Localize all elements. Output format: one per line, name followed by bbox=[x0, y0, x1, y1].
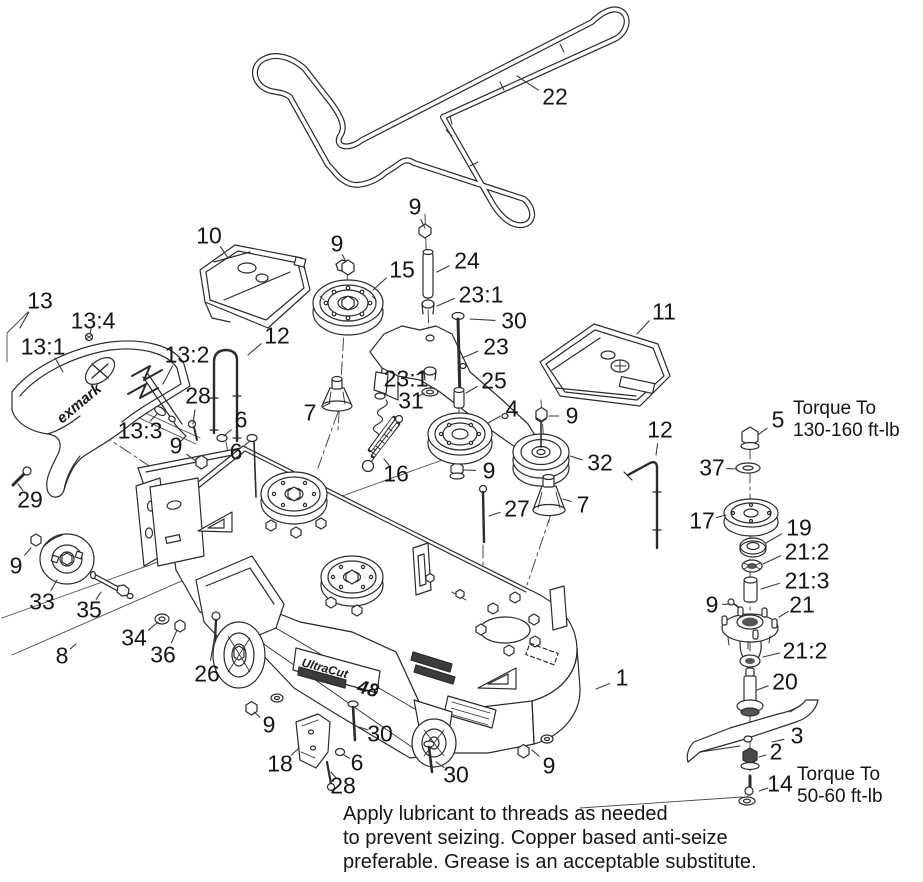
leader-line-1 bbox=[595, 682, 611, 690]
leader-line-13 bbox=[19, 311, 30, 329]
belt-cover-right bbox=[539, 323, 671, 407]
leader-line-30 bbox=[469, 318, 496, 321]
leader-line-8 bbox=[69, 643, 77, 650]
leader-line-9 bbox=[24, 547, 32, 556]
torque-note-high-line2: 130-160 ft-lb bbox=[793, 420, 900, 441]
leader-line-22 bbox=[516, 75, 539, 91]
torque-note-high-line1: Torque To bbox=[793, 398, 877, 419]
leader-line-7 bbox=[321, 402, 331, 408]
leader-line-6 bbox=[223, 429, 232, 437]
leader-line-5 bbox=[758, 427, 768, 435]
idler-spring bbox=[361, 399, 404, 473]
leader-line-10 bbox=[219, 246, 229, 259]
leader-line-16 bbox=[383, 458, 390, 466]
leader-line-23-1 bbox=[436, 297, 456, 307]
leader-line-13-4 bbox=[89, 328, 92, 335]
leader-line-32 bbox=[569, 455, 583, 461]
leader-line-13-3 bbox=[149, 413, 158, 422]
leader-line-15 bbox=[372, 277, 387, 291]
exmark-cover: exmark bbox=[11, 340, 191, 498]
lubricant-note: Apply lubricant to threads as needed to … bbox=[343, 802, 757, 874]
blade-driver-cone-right bbox=[532, 473, 566, 517]
leader-line-30 bbox=[435, 761, 445, 768]
leader-line-21-2 bbox=[762, 555, 782, 565]
leader-line-31 bbox=[418, 392, 425, 397]
leader-line-9 bbox=[531, 749, 540, 757]
leader-line-20 bbox=[756, 685, 769, 691]
leader-line-14 bbox=[758, 787, 768, 792]
leader-line-17 bbox=[715, 514, 727, 519]
anti-scalp-wheel-front-left bbox=[212, 621, 266, 689]
support-rod-right bbox=[623, 460, 662, 550]
leader-line-9 bbox=[186, 453, 197, 462]
leader-line-13-2 bbox=[162, 365, 174, 385]
leader-line-33 bbox=[50, 579, 58, 591]
leader-line-21 bbox=[778, 610, 789, 618]
leader-line-28 bbox=[330, 771, 337, 779]
pulley-32 bbox=[512, 410, 570, 487]
leader-line-2 bbox=[758, 754, 767, 758]
leader-line-35 bbox=[95, 591, 102, 600]
lubricant-note-line1: Apply lubricant to threads as needed bbox=[343, 803, 668, 825]
leader-line-21-2 bbox=[762, 652, 781, 658]
leader-line-7 bbox=[562, 498, 572, 502]
leader-line-9 bbox=[253, 711, 261, 718]
leader-line-30 bbox=[358, 726, 368, 731]
leader-line-4 bbox=[487, 415, 501, 424]
cover-fasteners bbox=[11, 332, 176, 487]
belt-cover-left bbox=[199, 244, 311, 329]
leader-line-34 bbox=[147, 621, 159, 631]
leader-line-12 bbox=[655, 443, 659, 456]
leader-line-18 bbox=[290, 747, 300, 756]
idler-hardware bbox=[418, 223, 465, 480]
mower-deck bbox=[135, 445, 581, 759]
torque-note-low-line1: Torque To bbox=[797, 764, 881, 785]
leader-line-24 bbox=[436, 265, 450, 273]
leader-line-28 bbox=[192, 409, 196, 425]
idler-pulley-4 bbox=[427, 412, 493, 465]
torque-note-low: Torque To 50-60 ft-lb bbox=[797, 764, 883, 808]
leader-line-25 bbox=[465, 385, 478, 394]
leader-line-6 bbox=[343, 754, 350, 759]
leader-line-9 bbox=[420, 219, 426, 229]
leader-line-36 bbox=[170, 629, 178, 644]
lubricant-note-line3: preferable. Grease is an acceptable subs… bbox=[343, 851, 757, 873]
leader-line-6 bbox=[243, 440, 251, 446]
leader-line-12 bbox=[247, 343, 262, 356]
idler-pulley-15 bbox=[312, 259, 384, 336]
torque-note-low-line2: 50-60 ft-lb bbox=[797, 786, 883, 807]
leader-line-29 bbox=[17, 483, 24, 491]
leader-line-21-3 bbox=[760, 582, 780, 590]
leader-line-23 bbox=[461, 350, 479, 359]
leader-line-19 bbox=[765, 533, 783, 544]
leader-line-23-1 bbox=[416, 371, 425, 376]
anti-scalp-wheel-loose bbox=[39, 533, 95, 585]
lubricant-note-line2: to prevent seizing. Copper based anti-se… bbox=[343, 827, 728, 849]
leader-line-11 bbox=[636, 320, 650, 335]
wheel-axle-hardware bbox=[30, 533, 221, 642]
blade-driver-cone-left bbox=[321, 375, 353, 412]
torque-note-high: Torque To 130-160 ft-lb bbox=[793, 398, 900, 442]
leader-line-3 bbox=[771, 738, 785, 743]
leader-lines bbox=[17, 75, 789, 792]
leader-line-9 bbox=[341, 254, 347, 263]
drive-belt bbox=[252, 6, 630, 229]
leader-line-13-1 bbox=[54, 357, 64, 373]
leader-line-26 bbox=[210, 627, 217, 661]
leader-line-27 bbox=[488, 511, 501, 517]
deck-hardware bbox=[187, 259, 554, 792]
spindle-assembly bbox=[686, 426, 819, 806]
support-rod-left bbox=[209, 348, 242, 443]
